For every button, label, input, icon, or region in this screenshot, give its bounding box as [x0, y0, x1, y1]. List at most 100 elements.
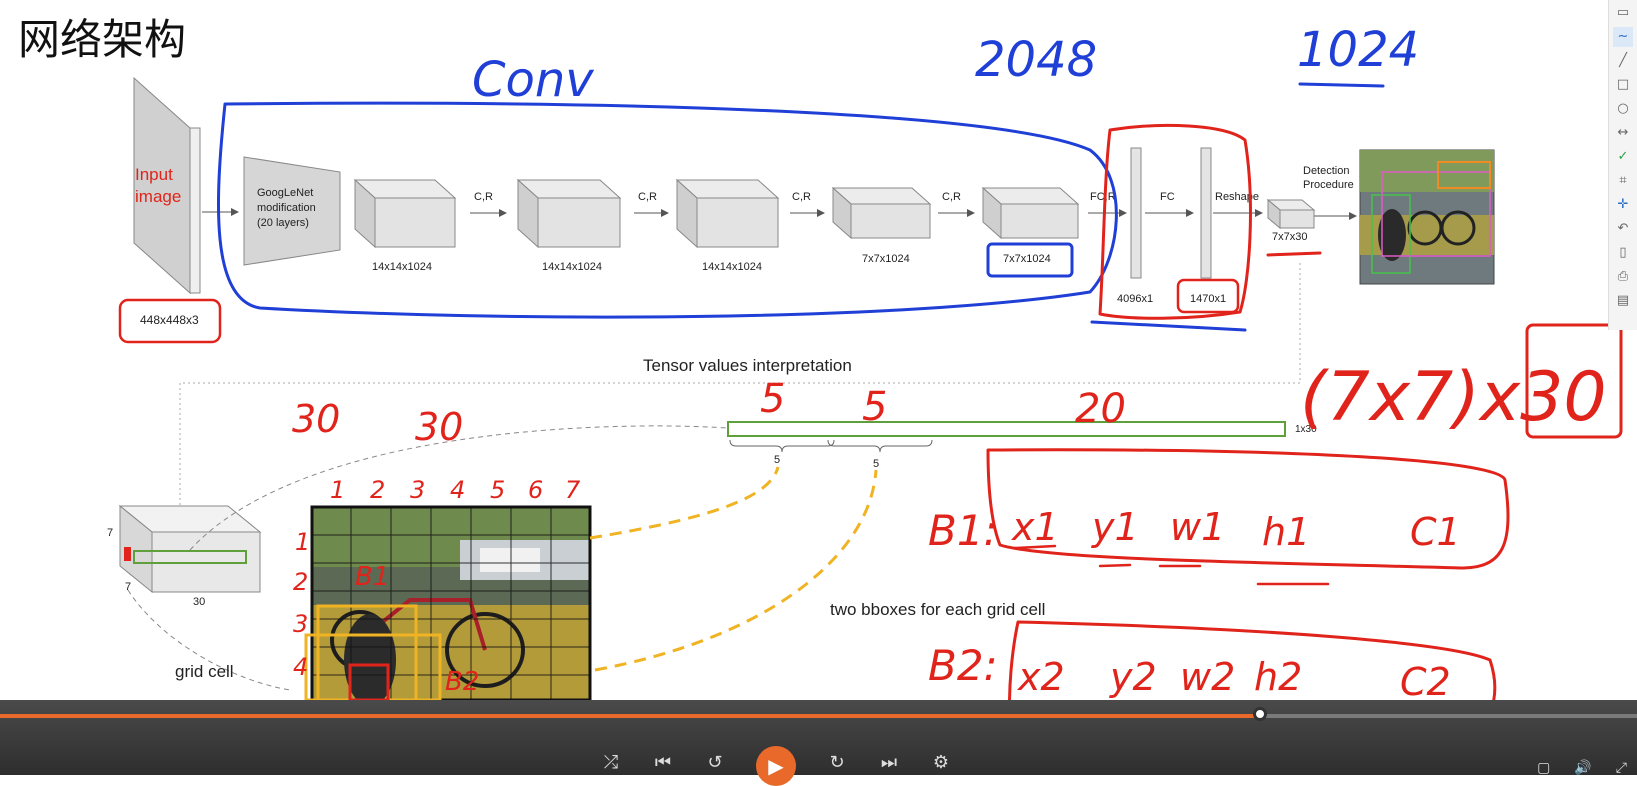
- prev-icon[interactable]: ⏮: [654, 752, 672, 773]
- next-icon[interactable]: ⏭: [880, 752, 898, 773]
- page-icon[interactable]: ▯: [1619, 245, 1627, 260]
- b2-item-y: y2: [1109, 655, 1157, 699]
- input-size-label: 448x448x3: [140, 313, 199, 327]
- move-icon[interactable]: ✛: [1617, 197, 1629, 212]
- conv-block-4: 7x7x1024: [831, 186, 932, 265]
- page-title: 网络架构: [18, 15, 187, 64]
- b1-underlines: [1013, 544, 1330, 586]
- crop-icon[interactable]: ⌗: [1619, 173, 1627, 188]
- pointer-icon[interactable]: ▭: [1616, 5, 1630, 20]
- volume-icon[interactable]: 🔊: [1574, 760, 1592, 776]
- tensor-formula-note: (7x7)x30: [1300, 358, 1607, 437]
- b1-item-h: h1: [1262, 510, 1310, 554]
- b1-enclosure: [986, 448, 1510, 570]
- block-1-size: 14x14x1024: [372, 261, 432, 273]
- grid-photo: [304, 505, 592, 700]
- block-2-size: 14x14x1024: [542, 261, 602, 273]
- arrow-label-7: Reshape: [1215, 191, 1259, 203]
- b1-item-w: w1: [1170, 505, 1225, 549]
- conv-block-5: 7x7x1024: [981, 186, 1080, 265]
- screen-icon[interactable]: ▤: [1616, 293, 1630, 308]
- conv-block-3: 14x14x1024: [675, 178, 780, 273]
- forward-icon[interactable]: ↻: [829, 752, 845, 773]
- fc2-size: 1470x1: [1190, 293, 1226, 305]
- tensor-title: Tensor values interpretation: [643, 356, 852, 375]
- arrow-icon[interactable]: ↔: [1617, 125, 1629, 140]
- detection-label-2: Procedure: [1303, 179, 1354, 191]
- b2-item-x: x2: [1017, 655, 1065, 699]
- rewind-icon[interactable]: ↺: [707, 752, 723, 773]
- conv-enclosure: [216, 101, 1118, 319]
- b1-item-c: C1: [1410, 510, 1461, 554]
- b2-label: B2:: [928, 641, 998, 690]
- input-label-line1: Input: [135, 165, 173, 184]
- input-size-circle: [118, 298, 222, 344]
- googlenet-block: GoogLeNet modification (20 layers): [243, 156, 341, 266]
- bbox1-dashed-link: [589, 466, 780, 540]
- b1-item-y: y1: [1091, 505, 1139, 549]
- grid-cell-label: grid cell: [175, 662, 234, 681]
- grid-col-3: 3: [410, 476, 425, 504]
- b2-item-h: h2: [1254, 655, 1302, 699]
- print-icon[interactable]: ⎙: [1617, 269, 1629, 284]
- b2-item-w: w2: [1180, 655, 1235, 699]
- pipeline-arrows: C,R C,R C,R C,R FC,R FC Reshape: [470, 191, 1357, 220]
- block-5-size: 7x7x1024: [1003, 253, 1051, 265]
- b1-label: B1:: [928, 506, 998, 555]
- cell-b1-note: B1: [355, 562, 389, 592]
- shuffle-icon[interactable]: ⤮: [603, 752, 619, 773]
- fullscreen-window-icon[interactable]: ▢: [1537, 760, 1551, 776]
- arrow-label-2: C,R: [638, 191, 657, 203]
- arrow-label-3: C,R: [792, 191, 811, 203]
- b1-item-x: x1: [1011, 505, 1059, 549]
- grid-row-3: 3: [293, 610, 308, 638]
- note-thirty-a: 30: [292, 397, 340, 441]
- cube-dim-d: 30: [193, 596, 205, 608]
- note-thirty-b: 30: [415, 405, 463, 449]
- note-1024: 1024: [1297, 22, 1419, 78]
- playback-controls: ⤮ ⏮ ↺ ▶ ↻ ⏭ ⚙: [600, 746, 1030, 786]
- check-icon[interactable]: ✓: [1617, 149, 1629, 164]
- googlenet-label-2: modification: [257, 202, 316, 214]
- grid-col-7: 7: [565, 476, 581, 504]
- input-image-slab: Input image 448x448x3: [133, 76, 201, 327]
- expand-icon[interactable]: ⤢: [1615, 760, 1627, 776]
- player-right-controls: ▢ 🔊 ⤢: [1537, 760, 1627, 776]
- ellipse-icon[interactable]: ○: [1617, 101, 1629, 116]
- line-icon[interactable]: ╱: [1619, 53, 1627, 68]
- settings-icon[interactable]: ⚙: [932, 752, 950, 773]
- thirty-box: [1525, 323, 1623, 439]
- grid-col-6: 6: [528, 476, 543, 504]
- 1024-underline: [1298, 82, 1385, 88]
- cube-to-gridcell-dashed: [127, 589, 291, 691]
- pen-icon[interactable]: ∼: [1613, 27, 1633, 47]
- fc-enclosure: [1098, 123, 1252, 320]
- brace-label-1: 5: [774, 454, 780, 466]
- detection-label-1: Detection: [1303, 165, 1349, 177]
- cell-b2-note: B2: [445, 667, 479, 697]
- grid-row-2: 2: [293, 568, 308, 596]
- arrow-label-4: C,R: [942, 191, 961, 203]
- b2-enclosure: [1008, 620, 1497, 700]
- grid-col-1: 1: [330, 476, 345, 504]
- fc1-bar: [1130, 147, 1142, 279]
- note-2048: 2048: [975, 32, 1097, 88]
- brace-2: [827, 439, 933, 453]
- annotation-toolbar: ▭ ∼ ╱ □ ○ ↔ ✓ ⌗ ✛ ↶ ▯ ⎙ ▤: [1608, 0, 1637, 330]
- play-button[interactable]: ▶: [756, 746, 796, 786]
- detection-output-image: [1359, 149, 1495, 285]
- fc-underline: [1090, 320, 1247, 332]
- grid-col-2: 2: [370, 476, 385, 504]
- googlenet-label-3: (20 layers): [257, 217, 309, 229]
- arrow-label-5: FC,R: [1090, 191, 1116, 203]
- undo-icon[interactable]: ↶: [1617, 221, 1629, 236]
- seek-handle[interactable]: [1253, 707, 1268, 721]
- rect-icon[interactable]: □: [1616, 77, 1630, 92]
- input-label-line2: image: [135, 187, 181, 206]
- yolo-architecture-diagram: Input image 448x448x3 GoogLeNet modifica…: [107, 22, 1623, 700]
- fc2-size-circle: [1176, 278, 1240, 314]
- brace-1: [729, 439, 835, 453]
- tensor-dotted-frame: [179, 262, 1301, 510]
- block-3-size: 14x14x1024: [702, 261, 762, 273]
- note-five-a: 5: [760, 376, 785, 422]
